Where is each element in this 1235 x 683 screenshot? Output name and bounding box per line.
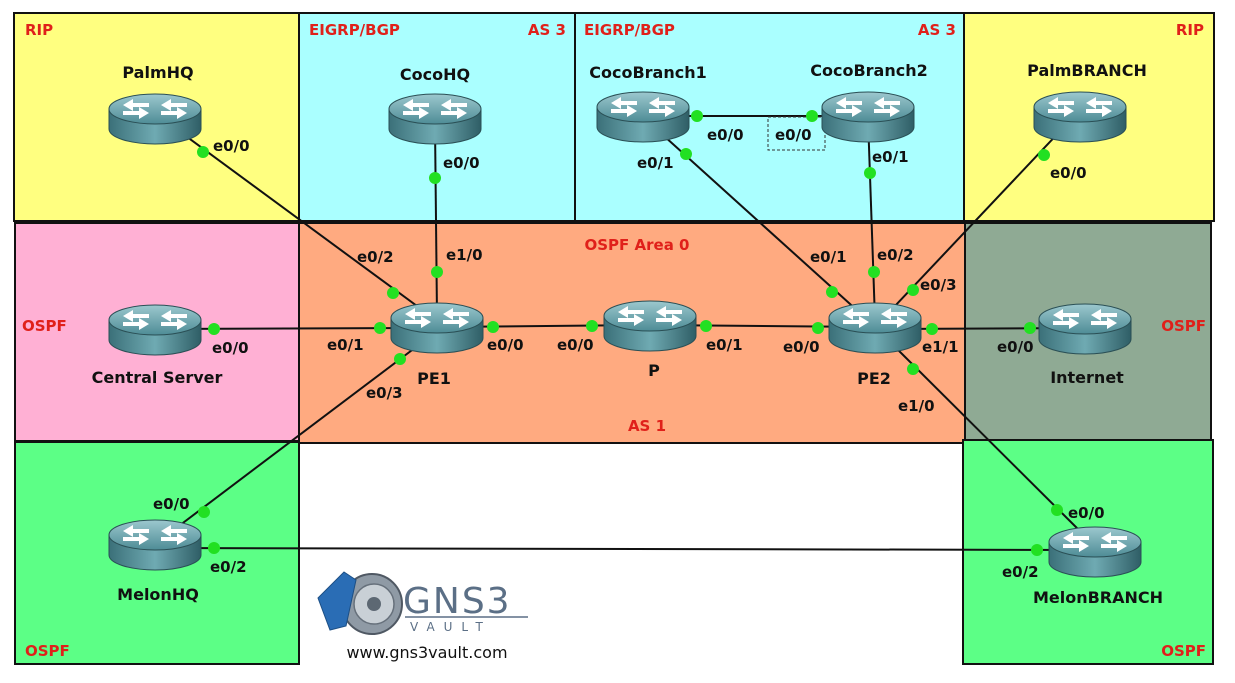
port-palmhq-e00[interactable] <box>197 146 209 158</box>
area-label-palmhq: RIP <box>25 21 53 39</box>
router-cocobranch1[interactable] <box>596 91 690 143</box>
iface-central-e00: e0/0 <box>212 339 249 357</box>
port-melonhq-e02[interactable] <box>208 542 220 554</box>
port-melonbranch-e02[interactable] <box>1031 544 1043 556</box>
iface-melonhq-e02: e0/2 <box>210 558 247 576</box>
router-pe2[interactable] <box>828 302 922 354</box>
area-label-cocohq-proto: EIGRP/BGP <box>309 21 400 39</box>
router-name-palmbranch: PalmBRANCH <box>1027 61 1147 80</box>
port-internet-e00[interactable] <box>1024 322 1036 334</box>
router-name-pe1: PE1 <box>417 369 451 388</box>
area-label-internet: OSPF <box>1161 317 1206 335</box>
port-pe1-e00[interactable] <box>487 321 499 333</box>
iface-cocohq-e00: e0/0 <box>443 154 480 172</box>
area-label-palmbranch: RIP <box>1176 21 1204 39</box>
router-palmhq[interactable] <box>108 93 202 145</box>
iface-cb1-e01: e0/1 <box>637 154 674 172</box>
router-name-cocohq: CocoHQ <box>400 65 470 84</box>
logo-sub: VAULT <box>410 620 492 634</box>
iface-cb2-e00: e0/0 <box>775 126 812 144</box>
router-cocobranch2[interactable] <box>821 91 915 143</box>
port-pe2-e00[interactable] <box>812 322 824 334</box>
iface-cb1-e00: e0/0 <box>707 126 744 144</box>
port-pe2-e02[interactable] <box>868 266 880 278</box>
router-name-cocobranch2: CocoBranch2 <box>810 61 928 80</box>
router-name-cocobranch1: CocoBranch1 <box>589 63 707 82</box>
iface-palmhq-e00: e0/0 <box>213 137 250 155</box>
iface-pe2-e01: e0/1 <box>810 248 847 266</box>
port-cocohq-e00[interactable] <box>429 172 441 184</box>
router-pe1[interactable] <box>390 302 484 354</box>
port-pe1-e03[interactable] <box>394 353 406 365</box>
router-cocohq[interactable] <box>388 93 482 145</box>
port-cb2-e00[interactable] <box>806 110 818 122</box>
link-cocobranch2-pe2 <box>867 117 876 321</box>
port-pe2-e01[interactable] <box>826 286 838 298</box>
iface-pe2-e11: e1/1 <box>922 338 959 356</box>
ports <box>197 110 1063 556</box>
router-name-pe2: PE2 <box>857 369 891 388</box>
iface-pe2-e03: e0/3 <box>920 276 957 294</box>
area-label-core-area: OSPF Area 0 <box>585 236 690 254</box>
port-pe1-e10[interactable] <box>431 266 443 278</box>
port-pe1-e02[interactable] <box>387 287 399 299</box>
vault-hub-icon <box>367 597 381 611</box>
iface-pe1-e00: e0/0 <box>487 336 524 354</box>
iface-melonbranch-e00: e0/0 <box>1068 504 1105 522</box>
iface-internet-e00: e0/0 <box>997 338 1034 356</box>
vault-wing-icon <box>317 571 357 631</box>
iface-pe1-e03: e0/3 <box>366 384 403 402</box>
iface-pe1-e10: e1/0 <box>446 246 483 264</box>
router-melonhq[interactable] <box>108 519 202 571</box>
link-cocohq-pe1 <box>434 124 438 317</box>
iface-p-e00: e0/0 <box>557 336 594 354</box>
gns3-vault-logo: GNS3 VAULT www.gns3vault.com <box>317 571 528 662</box>
router-name-melonbranch: MelonBRANCH <box>1033 588 1163 607</box>
router-name-melonhq: MelonHQ <box>117 585 199 604</box>
router-name-p: P <box>648 361 660 380</box>
area-label-core-as: AS 1 <box>628 417 666 435</box>
area-label-cocohq-as: AS 3 <box>528 21 566 39</box>
iface-pe2-e02: e0/2 <box>877 246 914 264</box>
router-name-palmhq: PalmHQ <box>122 63 193 82</box>
port-pe1-e01[interactable] <box>374 322 386 334</box>
port-cb1-e00[interactable] <box>691 110 703 122</box>
port-pe2-e03[interactable] <box>907 284 919 296</box>
iface-pe2-e00: e0/0 <box>783 338 820 356</box>
port-palmbranch-e00[interactable] <box>1038 149 1050 161</box>
logo-url[interactable]: www.gns3vault.com <box>346 643 507 662</box>
router-name-central-server: Central Server <box>92 368 223 387</box>
area-label-cocobranch-as: AS 3 <box>918 21 956 39</box>
logo-brand: GNS3 <box>403 581 512 622</box>
area-label-melonhq: OSPF <box>25 642 70 660</box>
port-cb1-e01[interactable] <box>680 148 692 160</box>
port-p-e00[interactable] <box>586 320 598 332</box>
router-p[interactable] <box>603 300 697 352</box>
port-melonhq-e00[interactable] <box>198 506 210 518</box>
router-melonbranch[interactable] <box>1048 526 1142 578</box>
iface-palmbranch-e00: e0/0 <box>1050 164 1087 182</box>
router-internet[interactable] <box>1038 303 1132 355</box>
area-label-central: OSPF <box>22 317 67 335</box>
port-cb2-e01[interactable] <box>864 167 876 179</box>
router-name-internet: Internet <box>1050 368 1124 387</box>
port-pe2-e10[interactable] <box>907 363 919 375</box>
port-melonbranch-e00[interactable] <box>1051 504 1063 516</box>
area-label-melonbranch: OSPF <box>1161 642 1206 660</box>
iface-pe1-e02: e0/2 <box>357 248 394 266</box>
iface-melonbranch-e02: e0/2 <box>1002 563 1039 581</box>
router-palmbranch[interactable] <box>1033 91 1127 143</box>
router-central-server[interactable] <box>108 304 202 356</box>
iface-cb2-e01: e0/1 <box>872 148 909 166</box>
iface-p-e01: e0/1 <box>706 336 743 354</box>
port-pe2-e11[interactable] <box>926 323 938 335</box>
port-p-e01[interactable] <box>700 320 712 332</box>
iface-pe2-e10: e1/0 <box>898 397 935 415</box>
port-central-e00[interactable] <box>208 323 220 335</box>
iface-melonhq-e00: e0/0 <box>153 495 190 513</box>
link-melonhq-melonbranch <box>154 547 1096 551</box>
iface-pe1-e01: e0/1 <box>327 336 364 354</box>
area-label-cocobranch-proto: EIGRP/BGP <box>584 21 675 39</box>
